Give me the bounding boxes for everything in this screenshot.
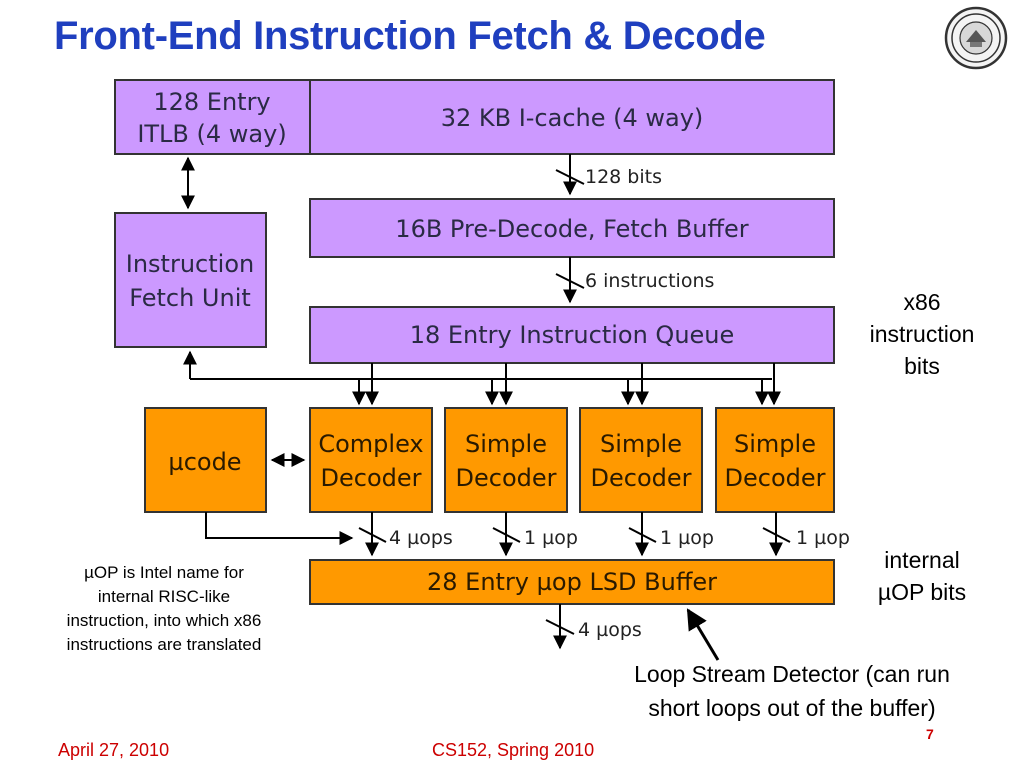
simple-decoder-1-box: Simple Decoder — [444, 407, 568, 513]
itlb-box: 128 Entry ITLB (4 way) — [114, 79, 311, 155]
simple3-out-label: 1 µop — [796, 527, 850, 549]
x86-bits-note: x86 instruction bits — [852, 286, 992, 382]
simple-decoder-1-line1: Simple — [465, 430, 547, 458]
ifu-label-line2: Fetch Unit — [129, 284, 251, 312]
ucode-label: µcode — [168, 448, 241, 476]
itlb-label-line1: 128 Entry — [153, 88, 270, 116]
simple-decoder-3-line1: Simple — [734, 430, 816, 458]
simple2-out-label: 1 µop — [660, 527, 714, 549]
footer-date: April 27, 2010 — [58, 740, 170, 760]
icache-out-label: 128 bits — [585, 166, 662, 188]
footer-course: CS152, Spring 2010 — [432, 740, 595, 760]
complex-out-label: 4 µops — [389, 527, 453, 549]
uop-definition-note: µOP is Intel name for internal RISC-like… — [26, 561, 302, 657]
university-seal-icon — [944, 6, 1008, 70]
predecode-out-label: 6 instructions — [585, 270, 714, 292]
instruction-queue-box: 18 Entry Instruction Queue — [309, 306, 835, 364]
lsd-label: 28 Entry µop LSD Buffer — [427, 568, 717, 596]
itlb-label-line2: ITLB (4 way) — [137, 120, 286, 148]
simple1-out-label: 1 µop — [524, 527, 578, 549]
simple-decoder-3-line2: Decoder — [725, 464, 826, 492]
icache-label: 32 KB I-cache (4 way) — [441, 104, 704, 132]
icache-box: 32 KB I-cache (4 way) — [309, 79, 835, 155]
ucode-box: µcode — [144, 407, 267, 513]
uop-def-line3: instruction, into which x86 — [66, 611, 262, 630]
ifu-label-line1: Instruction — [126, 250, 254, 278]
uop-def-line1: µOP is Intel name for — [84, 563, 244, 582]
lsd-note-line1: Loop Stream Detector (can run — [634, 661, 950, 687]
simple-decoder-2-line1: Simple — [600, 430, 682, 458]
queue-label: 18 Entry Instruction Queue — [410, 321, 735, 349]
x86-bits-note-line3: bits — [904, 353, 940, 379]
lsd-buffer-box: 28 Entry µop LSD Buffer — [309, 559, 835, 605]
simple-decoder-3-box: Simple Decoder — [715, 407, 835, 513]
x86-bits-note-line2: instruction — [869, 321, 975, 347]
instruction-fetch-unit-box: Instruction Fetch Unit — [114, 212, 267, 348]
uop-def-line4: instructions are translated — [66, 635, 262, 654]
simple-decoder-2-box: Simple Decoder — [579, 407, 703, 513]
complex-decoder-box: Complex Decoder — [309, 407, 433, 513]
predecode-label: 16B Pre-Decode, Fetch Buffer — [395, 215, 749, 243]
complex-decoder-line2: Decoder — [321, 464, 422, 492]
uop-bits-note-line2: µOP bits — [877, 579, 967, 605]
uop-bits-note: internal µOP bits — [852, 544, 992, 608]
lsd-out-label: 4 µops — [578, 619, 642, 641]
simple-decoder-1-line2: Decoder — [456, 464, 557, 492]
loop-stream-detector-note: Loop Stream Detector (can run short loop… — [588, 657, 996, 725]
slide-title: Front-End Instruction Fetch & Decode — [54, 14, 766, 58]
complex-decoder-line1: Complex — [318, 430, 423, 458]
lsd-note-line2: short loops out of the buffer) — [648, 695, 936, 721]
page-number: 7 — [926, 726, 934, 742]
uop-bits-note-line1: internal — [884, 547, 960, 573]
uop-def-line2: internal RISC-like — [97, 587, 231, 606]
predecode-box: 16B Pre-Decode, Fetch Buffer — [309, 198, 835, 258]
x86-bits-note-line1: x86 — [903, 289, 941, 315]
simple-decoder-2-line2: Decoder — [591, 464, 692, 492]
